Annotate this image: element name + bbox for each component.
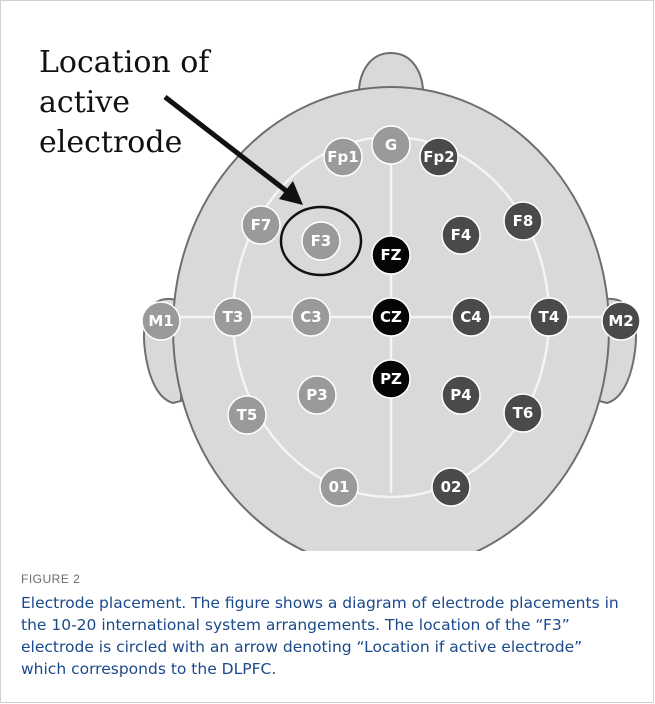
- electrode-c3: C3: [291, 297, 331, 337]
- electrode-fp1: Fp1: [323, 137, 363, 177]
- electrode-f3-dot: [301, 221, 341, 261]
- electrode-f4-dot: [441, 215, 481, 255]
- electrode-cz: CZ: [371, 297, 411, 337]
- electrode-t6-label: T6: [513, 404, 534, 422]
- electrode-p4: P4: [441, 375, 481, 415]
- electrode-g-dot: [371, 125, 411, 165]
- electrode-o1-label: 01: [329, 478, 350, 496]
- active-electrode-highlight: [279, 205, 363, 277]
- electrode-g-label: G: [385, 136, 397, 154]
- electrode-m1-dot: [141, 301, 181, 341]
- electrode-t6-dot: [503, 393, 543, 433]
- electrode-c4-label: C4: [460, 308, 481, 326]
- electrode-m2-dot: [601, 301, 641, 341]
- electrode-c3-dot: [291, 297, 331, 337]
- electrode-o1: 01: [319, 467, 359, 507]
- electrode-f8-label: F8: [513, 212, 534, 230]
- electrode-t3-dot: [213, 297, 253, 337]
- active-label-line-2: active: [39, 85, 131, 120]
- electrode-o2-label: 02: [441, 478, 462, 496]
- electrode-cz-label: CZ: [380, 308, 402, 326]
- figure-number: FIGURE 2: [21, 572, 81, 586]
- electrode-f3: F3: [301, 221, 341, 261]
- electrode-t3: T3: [213, 297, 253, 337]
- electrode-t4-dot: [529, 297, 569, 337]
- electrode-o1-dot: [319, 467, 359, 507]
- pointer-arrow-shaft: [163, 95, 291, 195]
- electrode-t4: T4: [529, 297, 569, 337]
- active-label-line-3: electrode: [39, 125, 183, 160]
- electrode-f4: F4: [441, 215, 481, 255]
- electrode-t4-label: T4: [539, 308, 560, 326]
- electrode-p4-dot: [441, 375, 481, 415]
- figure-caption: Electrode placement. The figure shows a …: [21, 594, 619, 678]
- electrode-f8-dot: [503, 201, 543, 241]
- electrode-m1: M1: [141, 301, 181, 341]
- electrode-fz: FZ: [371, 235, 411, 275]
- electrode-p3: P3: [297, 375, 337, 415]
- electrode-p3-label: P3: [306, 386, 327, 404]
- electrode-pz-dot: [371, 359, 411, 399]
- electrode-pz-label: PZ: [380, 370, 402, 388]
- electrode-t5-label: T5: [237, 406, 258, 424]
- electrode-c3-label: C3: [300, 308, 321, 326]
- pointer-arrowhead: [279, 181, 303, 205]
- electrode-t5: T5: [227, 395, 267, 435]
- electrode-cz-dot: [371, 297, 411, 337]
- electrode-g: G: [371, 125, 411, 165]
- electrode-fz-dot: [371, 235, 411, 275]
- electrode-fp2: Fp2: [419, 137, 459, 177]
- electrode-f3-label: F3: [311, 232, 332, 250]
- electrode-p3-dot: [297, 375, 337, 415]
- electrode-m2: M2: [601, 301, 641, 341]
- electrode-m1-label: M1: [148, 312, 173, 330]
- electrode-c4: C4: [451, 297, 491, 337]
- electrode-p4-label: P4: [450, 386, 471, 404]
- electrode-t3-label: T3: [223, 308, 244, 326]
- electrode-c4-dot: [451, 297, 491, 337]
- electrode-f7-label: F7: [251, 216, 272, 234]
- active-label-line-1: Location of: [39, 45, 210, 80]
- electrode-fp2-dot: [419, 137, 459, 177]
- electrode-f8: F8: [503, 201, 543, 241]
- electrode-fp1-label: Fp1: [327, 148, 358, 166]
- electrode-f4-label: F4: [451, 226, 472, 244]
- active-electrode-label: Location of active electrode: [39, 43, 259, 163]
- electrode-fz-label: FZ: [380, 246, 401, 264]
- electrode-fp2-label: Fp2: [423, 148, 454, 166]
- electrode-pz: PZ: [371, 359, 411, 399]
- electrode-t5-dot: [227, 395, 267, 435]
- electrode-f7: F7: [241, 205, 281, 245]
- electrode-o2: 02: [431, 467, 471, 507]
- electrode-fp1-dot: [323, 137, 363, 177]
- electrode-f7-dot: [241, 205, 281, 245]
- electrode-t6: T6: [503, 393, 543, 433]
- electrode-m2-label: M2: [608, 312, 633, 330]
- electrode-o2-dot: [431, 467, 471, 507]
